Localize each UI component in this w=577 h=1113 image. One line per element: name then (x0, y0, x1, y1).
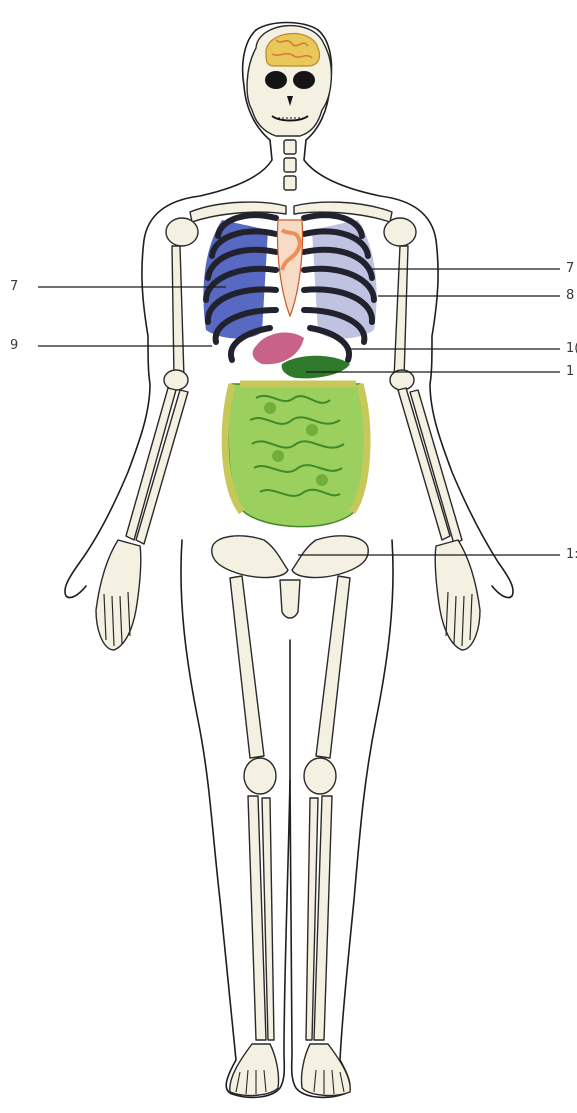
label-right-7: 7 (566, 262, 574, 275)
label-right-12: 1: (566, 548, 577, 561)
label-right-8: 8 (566, 289, 574, 302)
heart (278, 220, 303, 316)
intestines (225, 384, 367, 527)
label-left-7: 7 (10, 280, 18, 293)
stomach (282, 356, 350, 379)
label-right-11: 1 (566, 365, 574, 378)
left-lung (312, 220, 377, 339)
feet (230, 1044, 350, 1095)
spine (284, 140, 296, 190)
right-lung (203, 220, 268, 339)
label-right-10: 1( (566, 342, 577, 355)
brain (266, 34, 320, 66)
label-left-9: 9 (10, 339, 18, 352)
